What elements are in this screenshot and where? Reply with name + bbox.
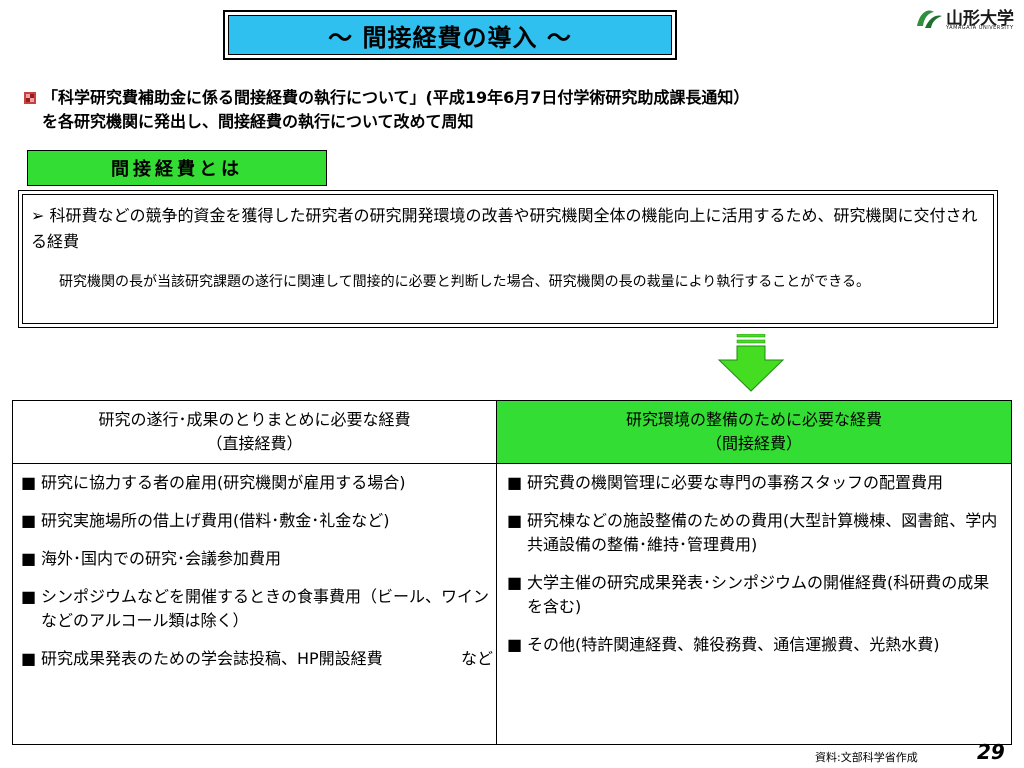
indirect-expense-list: ■研究費の機関管理に必要な専門の事務スタッフの配置費用 ■研究棟などの施設整備の… xyxy=(507,471,1003,671)
notice-line-2: を各研究機関に発出し、間接経費の執行について改めて周知 xyxy=(42,112,474,131)
list-item-text: 研究実施場所の借上げ費用(借料･敷金･礼金など) xyxy=(41,511,390,530)
list-bullet: ■ xyxy=(507,635,523,654)
list-item: ■海外･国内での研究･会議参加費用 xyxy=(21,547,493,571)
list-item: ■研究に協力する者の雇用(研究機関が雇用する場合) xyxy=(21,471,493,495)
list-bullet: ■ xyxy=(21,473,37,492)
list-item-text: 研究棟などの施設整備のための費用(大型計算機棟、図書館、学内共通設備の整備･維持… xyxy=(527,511,998,554)
direct-expense-title: 研究の遂行･成果のとりまとめに必要な経費 xyxy=(98,410,411,429)
list-bullet: ■ xyxy=(507,473,523,492)
notice-line-1: 「科学研究費補助金に係る間接経費の執行について」(平成19年6月7日付学術研究助… xyxy=(42,88,750,107)
indirect-expense-title: 研究環境の整備のために必要な経費 xyxy=(625,410,882,429)
list-item: ■研究費の機関管理に必要な専門の事務スタッフの配置費用 xyxy=(507,471,1003,495)
logo-name: 山形大学 xyxy=(946,9,1014,29)
list-bullet: ■ xyxy=(21,549,37,568)
list-item-text: 大学主催の研究成果発表･シンポジウムの開催経費(科研費の成果を含む) xyxy=(527,573,990,616)
list-bullet: ■ xyxy=(21,511,37,530)
list-item: ■その他(特許関連経費、雑役務費、通信運搬費、光熱水費) xyxy=(507,633,1003,657)
direct-expense-subtitle: （直接経費） xyxy=(206,434,303,453)
indirect-expense-subtitle: （間接経費） xyxy=(705,434,802,453)
list-bullet: ■ xyxy=(507,573,523,592)
column-divider xyxy=(496,401,497,744)
list-item-text: その他(特許関連経費、雑役務費、通信運搬費、光熱水費) xyxy=(527,635,940,654)
logo-mark-icon xyxy=(917,10,942,28)
square-bullet-icon xyxy=(24,92,36,104)
list-item: ■研究棟などの施設整備のための費用(大型計算機棟、図書館、学内共通設備の整備･維… xyxy=(507,509,1003,557)
definition-heading: 間接経費とは xyxy=(27,150,327,186)
list-item: ■研究成果発表のための学会誌投稿、HP開設経費 など xyxy=(21,647,493,671)
direct-expense-header: 研究の遂行･成果のとりまとめに必要な経費 （直接経費） xyxy=(13,401,496,463)
list-tail-etc: など xyxy=(460,649,493,668)
definition-inner: ➢ 科研費などの競争的資金を獲得した研究者の研究開発環境の改善や研究機関全体の機… xyxy=(22,194,994,324)
list-item-text: 海外･国内での研究･会議参加費用 xyxy=(41,549,282,568)
list-item-text: 研究成果発表のための学会誌投稿、HP開設経費 xyxy=(41,649,383,668)
down-arrow-icon xyxy=(717,334,785,392)
list-item-text: 研究費の機関管理に必要な専門の事務スタッフの配置費用 xyxy=(527,473,944,492)
slide-title: ～ 間接経費の導入 ～ xyxy=(228,15,672,55)
logo-english: YAMAGATA UNIVERSITY xyxy=(946,25,1014,31)
list-bullet: ■ xyxy=(507,511,523,530)
list-item: ■大学主催の研究成果発表･シンポジウムの開催経費(科研費の成果を含む) xyxy=(507,571,1003,619)
list-bullet: ■ xyxy=(21,649,37,668)
title-box: ～ 間接経費の導入 ～ xyxy=(223,10,677,60)
list-item-text: シンポジウムなどを開催するときの食事費用（ビール、ワインなどのアルコール類は除く… xyxy=(41,587,490,630)
direct-expense-list: ■研究に協力する者の雇用(研究機関が雇用する場合) ■研究実施場所の借上げ費用(… xyxy=(21,471,493,685)
table-header: 研究の遂行･成果のとりまとめに必要な経費 （直接経費） 研究環境の整備のために必… xyxy=(13,401,1011,464)
definition-note: 研究機関の長が当該研究課題の遂行に関連して間接的に必要と判断した場合、研究機関の… xyxy=(59,274,871,290)
list-item: ■研究実施場所の借上げ費用(借料･敷金･礼金など) xyxy=(21,509,493,533)
source-credit: 資料:文部科学省作成 xyxy=(815,751,918,764)
list-item-text: 研究に協力する者の雇用(研究機関が雇用する場合) xyxy=(41,473,406,492)
page-number: 29 xyxy=(977,740,1005,764)
list-bullet: ■ xyxy=(21,587,37,606)
university-logo: 山形大学 YAMAGATA UNIVERSITY xyxy=(914,4,1020,34)
definition-box: ➢ 科研費などの競争的資金を獲得した研究者の研究開発環境の改善や研究機関全体の機… xyxy=(18,190,998,328)
definition-main: ➢ 科研費などの競争的資金を獲得した研究者の研究開発環境の改善や研究機関全体の機… xyxy=(31,206,978,251)
expense-table: 研究の遂行･成果のとりまとめに必要な経費 （直接経費） 研究環境の整備のために必… xyxy=(12,400,1012,745)
indirect-expense-header: 研究環境の整備のために必要な経費 （間接経費） xyxy=(497,401,1011,463)
list-item: ■シンポジウムなどを開催するときの食事費用（ビール、ワインなどのアルコール類は除… xyxy=(21,585,493,633)
